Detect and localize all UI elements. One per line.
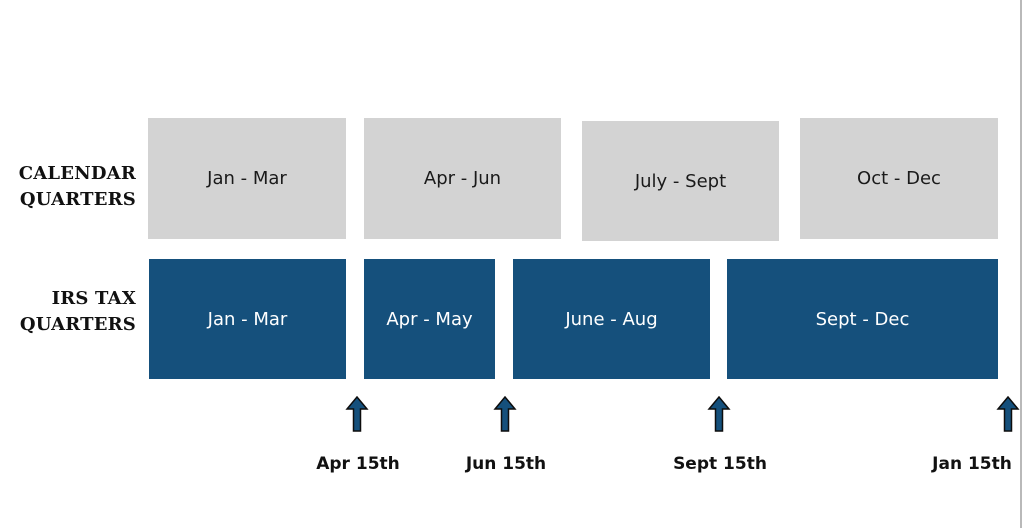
deadline-label-1: Apr 15th	[316, 454, 400, 474]
deadline-label-2: Jun 15th	[465, 454, 547, 474]
calendar-quarter-1: Jan - Mar	[148, 118, 346, 239]
calendar-label-line2: QUARTERS	[19, 189, 136, 210]
calendar-quarter-3: July - Sept	[582, 121, 779, 241]
calendar-label-line1: CALENDAR	[18, 163, 136, 184]
irs-label-line1: IRS TAX	[51, 288, 136, 309]
calendar-quarter-2: Apr - Jun	[364, 118, 561, 239]
up-arrow-icon	[996, 396, 1020, 432]
irs-quarter-2: Apr - May	[364, 259, 495, 379]
irs-quarter-1: Jan - Mar	[149, 259, 346, 379]
calendar-quarter-4: Oct - Dec	[800, 118, 998, 239]
irs-quarter-3: June - Aug	[513, 259, 710, 379]
right-edge-divider	[1020, 0, 1022, 528]
up-arrow-icon	[345, 396, 369, 432]
calendar-quarters-label: CALENDAR QUARTERS	[8, 161, 136, 213]
irs-quarter-4: Sept - Dec	[727, 259, 998, 379]
deadline-label-4: Jan 15th	[932, 454, 1012, 474]
up-arrow-icon	[493, 396, 517, 432]
irs-tax-quarters-label: IRS TAX QUARTERS	[8, 286, 136, 338]
deadline-label-3: Sept 15th	[673, 454, 767, 474]
up-arrow-icon	[707, 396, 731, 432]
irs-label-line2: QUARTERS	[19, 314, 136, 335]
